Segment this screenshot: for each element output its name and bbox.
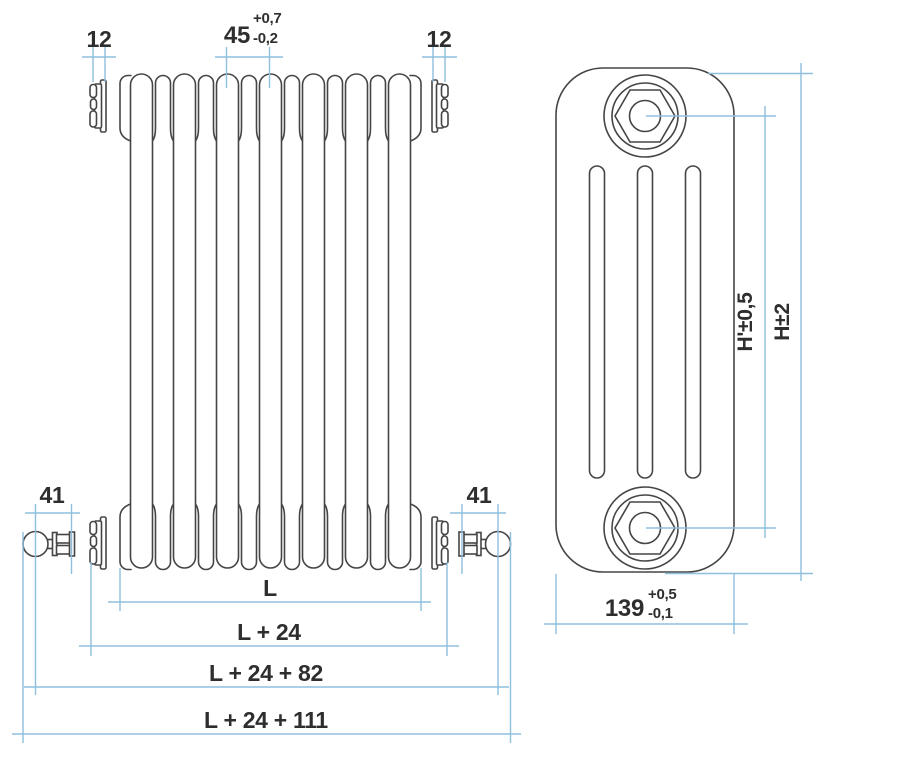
dim-line-depth — [544, 574, 748, 634]
dim-line-hub-height — [646, 106, 776, 538]
valve-bottom-left — [22, 530, 76, 558]
dim-line-L24111 — [12, 532, 521, 743]
dim-line-section-pitch — [215, 47, 283, 88]
side-view-radiator — [555, 67, 735, 573]
label-length-valves: L + 24 + 82 — [209, 660, 323, 686]
bushing-top-left — [89, 79, 107, 133]
label-bushing-right: 12 — [427, 26, 452, 52]
label-section-pitch: 45 — [224, 22, 250, 49]
dim-line-L — [108, 568, 431, 611]
label-depth: 139 — [605, 595, 644, 622]
radiator-front-tubes — [129, 73, 412, 569]
label-bushing-left: 12 — [87, 26, 112, 52]
label-length-overall: L + 24 + 111 — [204, 707, 328, 733]
radiator-section-headers — [119, 74, 422, 571]
dim-line-L24 — [79, 562, 459, 656]
label-hub-height: H'±0,5 — [734, 292, 757, 352]
side-view-body — [555, 67, 735, 573]
dimension-lines — [12, 47, 813, 743]
label-valve-right: 41 — [467, 482, 492, 508]
dim-line-overall-height — [665, 63, 813, 581]
side-grooves — [588, 165, 702, 479]
label-valve-left: 41 — [40, 482, 65, 508]
bushing-bottom-left — [89, 516, 107, 570]
label-depth-tol-plus: +0,5 — [648, 586, 676, 603]
label-length: L — [263, 575, 277, 601]
drawing-outlines — [22, 67, 735, 573]
dimension-labels: 12 45 +0,7 -0,2 12 41 41 L L + 24 L + 24… — [40, 10, 794, 733]
radiator-bushings — [89, 79, 449, 570]
front-view-radiator — [22, 73, 512, 571]
label-section-pitch-tol-minus: -0,2 — [253, 30, 278, 47]
dim-line-valve-right — [450, 504, 506, 695]
label-length-bushings: L + 24 — [237, 619, 301, 645]
valve-bottom-right — [458, 530, 512, 558]
label-overall-height: H±2 — [771, 303, 794, 340]
label-section-pitch-tol-plus: +0,7 — [253, 10, 281, 27]
bushing-bottom-right — [431, 516, 449, 570]
dim-line-bushing-right — [422, 47, 457, 82]
bushing-top-right — [431, 79, 449, 133]
dim-line-bushing-left — [82, 47, 116, 82]
label-depth-tol-minus: -0,1 — [648, 605, 673, 622]
dim-line-valve-left — [25, 504, 80, 695]
